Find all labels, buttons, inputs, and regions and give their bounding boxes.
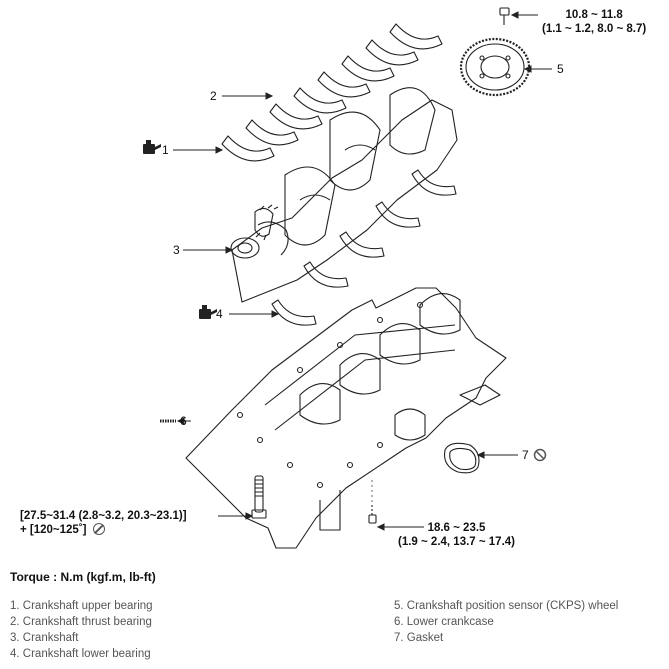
legend-item: 4. Crankshaft lower bearing xyxy=(10,648,151,660)
legend-item: 1. Crankshaft upper bearing xyxy=(10,600,153,612)
no-reuse-icon xyxy=(533,448,547,462)
callout-5: 5 xyxy=(557,62,564,76)
legend-item: 2. Crankshaft thrust bearing xyxy=(10,616,152,628)
parts-legend-left: 1. Crankshaft upper bearing 2. Crankshaf… xyxy=(10,598,153,662)
torque-crankcase-bolt-line2: (1.9 ~ 2.4, 13.7 ~ 17.4) xyxy=(398,536,515,548)
gasket-drawing xyxy=(443,442,480,474)
callout-7: 7 xyxy=(522,448,529,462)
ckps-wheel-drawing xyxy=(459,37,531,97)
no-reuse-icon xyxy=(92,523,105,535)
oil-can-icon xyxy=(143,140,161,154)
callout-2: 2 xyxy=(210,89,217,103)
torque-crankcase-bolt: 18.6 ~ 23.5 (1.9 ~ 2.4, 13.7 ~ 17.4) xyxy=(398,521,515,549)
legend-item: 7. Gasket xyxy=(394,632,444,644)
upper-bearings xyxy=(221,23,443,162)
legend-item: 3. Crankshaft xyxy=(10,632,79,644)
torque-main-bolt-line2: + [120~125˚] xyxy=(20,524,87,536)
callout-6: 6 xyxy=(180,414,187,428)
torque-main-bolt-line1: [27.5~31.4 (2.8~3.2, 20.3~23.1)] xyxy=(20,510,187,522)
lower-crankcase-drawing xyxy=(185,287,507,549)
callout-3: 3 xyxy=(173,243,180,257)
ckps-bolt-drawing xyxy=(499,7,510,25)
callout-1: 1 xyxy=(162,143,169,157)
callout-4: 4 xyxy=(216,307,223,321)
exploded-view-drawing xyxy=(143,7,552,549)
torque-ckps-bolt: 10.8 ~ 11.8 (1.1 ~ 1.2, 8.0 ~ 8.7) xyxy=(542,8,646,36)
torque-ckps-bolt-line2: (1.1 ~ 1.2, 8.0 ~ 8.7) xyxy=(542,23,647,35)
main-bolt-drawing xyxy=(251,475,267,519)
torque-crankcase-bolt-line1: 18.6 ~ 23.5 xyxy=(427,522,486,534)
legend-item: 6. Lower crankcase xyxy=(394,616,494,628)
torque-ckps-bolt-line1: 10.8 ~ 11.8 xyxy=(565,9,623,21)
torque-main-bolt: [27.5~31.4 (2.8~3.2, 20.3~23.1)] + [120~… xyxy=(20,509,187,537)
parts-legend-right: 5. Crankshaft position sensor (CKPS) whe… xyxy=(394,598,618,646)
lower-bearings xyxy=(271,169,457,326)
oil-can-icon xyxy=(199,305,217,319)
legend-item: 5. Crankshaft position sensor (CKPS) whe… xyxy=(394,600,619,612)
crankcase-bolt-drawing xyxy=(368,480,377,524)
torque-units-title: Torque : N.m (kgf.m, lb-ft) xyxy=(10,570,156,584)
crankshaft-drawing xyxy=(230,87,458,303)
